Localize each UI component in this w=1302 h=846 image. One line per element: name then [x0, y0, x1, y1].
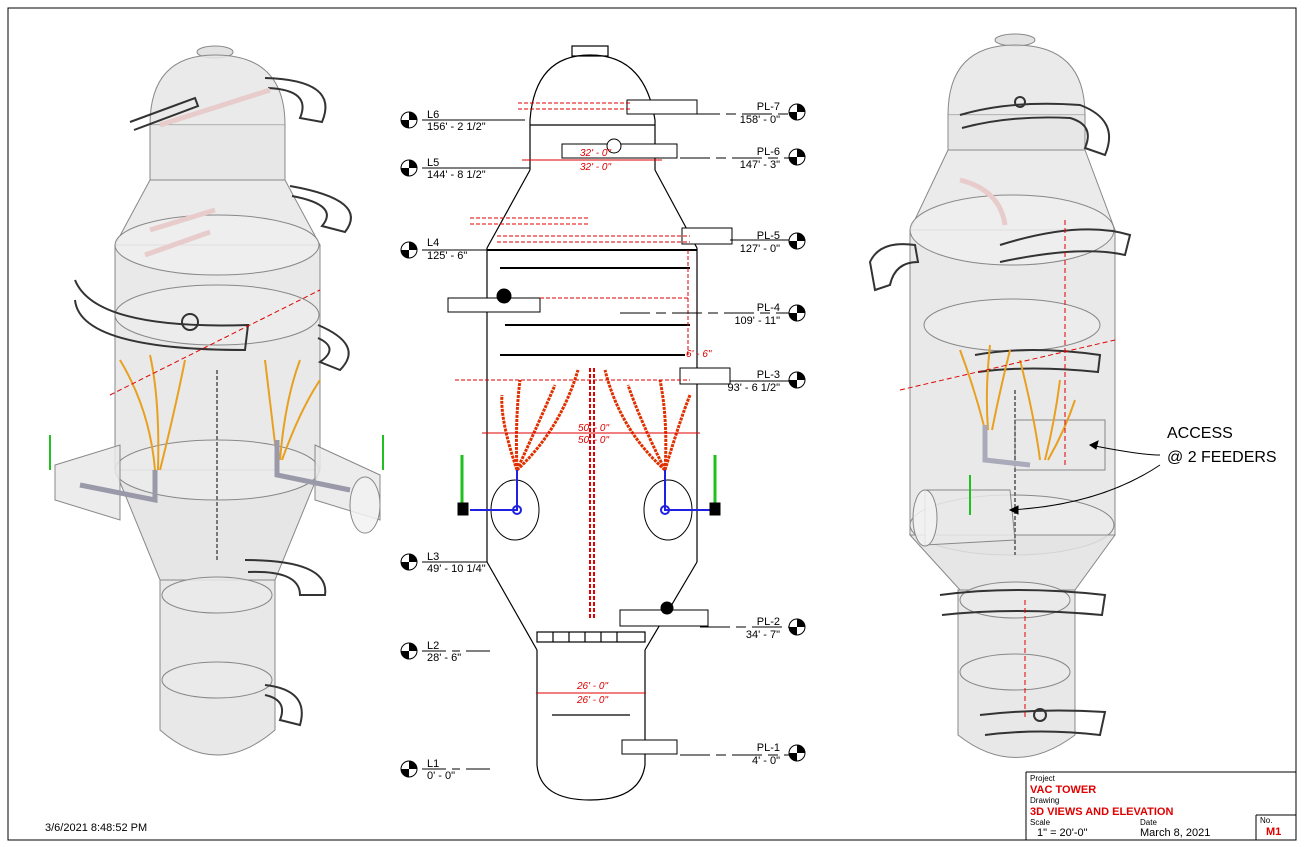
- level-name: L4: [427, 237, 439, 249]
- title-block: [1025, 771, 1296, 840]
- left-3d-internals: [49, 87, 384, 560]
- level-marker: [788, 304, 806, 322]
- sheet-number-label: No.: [1260, 816, 1272, 825]
- level-elevation: 144' - 8 1/2": [427, 169, 486, 181]
- left-3d-platforms: [74, 77, 352, 727]
- level-marker: [788, 744, 806, 762]
- right-3d-internals: [899, 96, 1116, 722]
- level-name: PL-4: [757, 302, 780, 314]
- dim-label: 26' - 0": [576, 695, 608, 706]
- dim-label: 26' - 0": [576, 681, 608, 692]
- drawing-title: 3D VIEWS AND ELEVATION: [1030, 806, 1173, 818]
- project-label: Project: [1030, 774, 1056, 783]
- level-elevation: 156' - 2 1/2": [427, 121, 486, 133]
- level-elevation: 127' - 0": [740, 243, 780, 255]
- level-marker: [400, 159, 418, 177]
- level-name: PL-5: [757, 230, 780, 242]
- scale-value: 1" = 20'-0": [1037, 827, 1088, 839]
- date-label: Date: [1140, 818, 1157, 827]
- scale-label: Scale: [1030, 818, 1051, 827]
- callout-text: @ 2 FEEDERS: [1167, 449, 1277, 466]
- elevation-dimensions: [482, 159, 700, 694]
- level-elevation: 109' - 11": [734, 315, 780, 327]
- level-name: L3: [427, 551, 439, 563]
- elevation-internals: [457, 368, 721, 618]
- level-name: L5: [427, 157, 439, 169]
- date-value: March 8, 2021: [1140, 827, 1210, 839]
- level-name: PL-2: [757, 616, 780, 628]
- callout-text: ACCESS: [1167, 425, 1233, 442]
- dim-label: 32' - 0": [580, 162, 611, 173]
- level-marker: [788, 148, 806, 166]
- level-lines-right: [620, 113, 790, 756]
- elevation-red-dashes: [455, 102, 690, 381]
- project-name: VAC TOWER: [1030, 784, 1096, 796]
- elevation-platforms: [447, 99, 733, 755]
- sheet-border: [7, 7, 1297, 841]
- level-lines-left: [422, 119, 530, 770]
- level-marker: [400, 642, 418, 660]
- print-timestamp: 3/6/2021 8:48:52 PM: [45, 822, 147, 834]
- elevation-vessel: [486, 45, 698, 801]
- level-elevation: 28' - 6": [427, 652, 461, 664]
- level-elevation: 158' - 0": [740, 114, 780, 126]
- drawing-label: Drawing: [1030, 796, 1059, 805]
- level-elevation: 93' - 6 1/2": [728, 382, 781, 394]
- level-name: L2: [427, 640, 439, 652]
- level-elevation: 49' - 10 1/4": [427, 563, 486, 575]
- level-elevation: 4' - 0": [752, 755, 780, 767]
- level-marker: [400, 553, 418, 571]
- level-marker: [788, 371, 806, 389]
- right-3d-view: [908, 33, 1116, 758]
- level-marker: [788, 232, 806, 250]
- callout-leaders: [1008, 440, 1161, 515]
- level-name: L1: [427, 758, 439, 770]
- level-marker: [400, 760, 418, 778]
- dim-label: 6' - 6": [686, 349, 712, 360]
- sheet-number: M1: [1266, 826, 1281, 838]
- dim-label: 32' - 0": [580, 148, 611, 159]
- level-elevation: 0' - 0": [427, 770, 455, 782]
- level-marker: [788, 103, 806, 121]
- level-name: PL-1: [757, 742, 780, 754]
- level-elevation: 147' - 3": [740, 159, 780, 171]
- level-name: L6: [427, 109, 439, 121]
- level-marker: [400, 241, 418, 259]
- level-marker: [788, 618, 806, 636]
- dim-label: 50' - 0": [578, 423, 609, 434]
- level-elevation: 125' - 6": [427, 250, 467, 262]
- level-marker: [400, 111, 418, 129]
- level-name: PL-6: [757, 146, 780, 158]
- level-name: PL-3: [757, 369, 780, 381]
- dim-label: 50' - 0": [578, 435, 609, 446]
- level-elevation: 34' - 7": [746, 629, 780, 641]
- left-3d-view: [54, 45, 381, 756]
- level-name: PL-7: [757, 101, 780, 113]
